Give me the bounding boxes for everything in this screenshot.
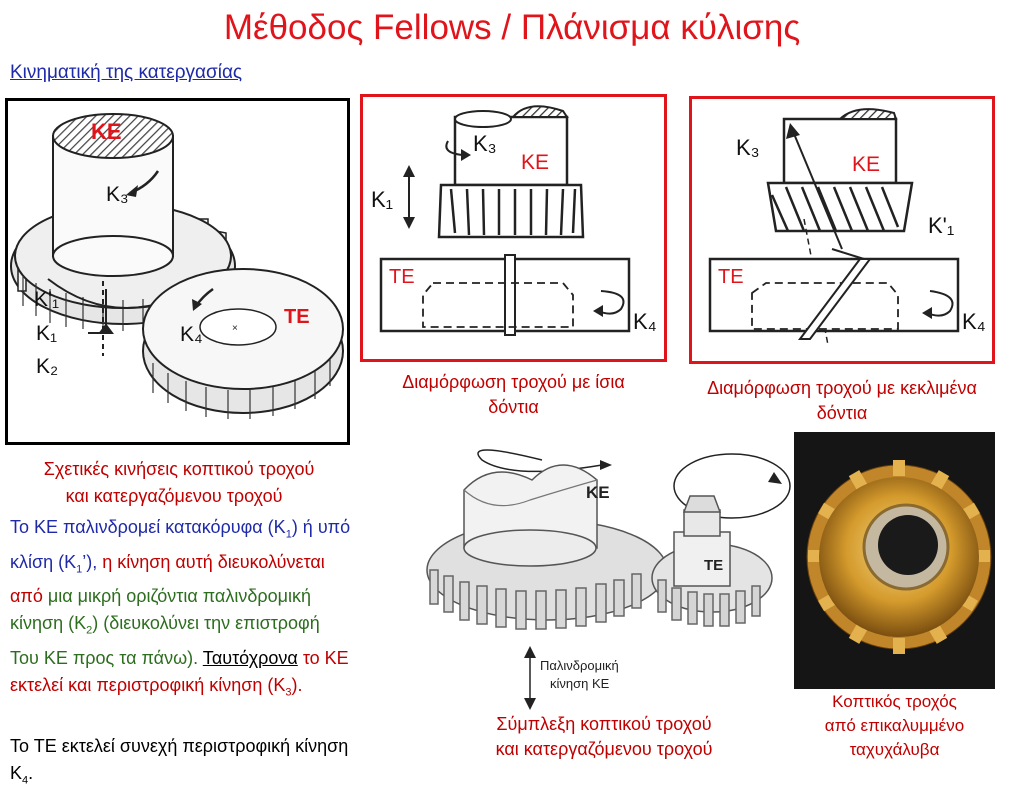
kinematics-description: Το ΚΕ παλινδρομεί κατακόρυφα (Κ1) ή υπό … xyxy=(10,514,420,795)
label-k1: Κ₁ xyxy=(371,187,393,212)
page-title: Μέθοδος Fellows / Πλάνισμα κύλισης xyxy=(223,8,801,47)
label-ke: ΚΕ xyxy=(852,153,880,176)
label-k3: Κ₃ xyxy=(473,131,497,156)
heading-line1: Σχετικές κινήσεις κοπτικού τροχού xyxy=(43,459,315,479)
label-k1-prime: Κ'₁ xyxy=(34,288,59,311)
desc-line1: Το ΚΕ παλινδρομεί κατακόρυφα (Κ1) ή υπό xyxy=(10,517,351,541)
desc-line2: κλίση (Κ1’), η κίνηση αυτή διευκολύνεται xyxy=(10,551,325,576)
desc-line8: Κ4. xyxy=(10,763,34,787)
photo-caption: Κοπτικός τροχός από επικαλυμμένο ταχυχάλ… xyxy=(794,690,995,762)
bottom-center-caption: Σύμπλεξη κοπτικού τροχού και κατεργαζόμε… xyxy=(440,712,768,762)
cutter-gear-photo xyxy=(794,432,995,689)
helical-teeth-diagram: Κ₃ ΚΕ Κ'₁ ΤΕ Κ₄ xyxy=(689,96,995,364)
label-ke-top: ΚΕ xyxy=(91,119,122,144)
desc-line6: εκτελεί και περιστροφική κίνηση (Κ3). xyxy=(10,674,303,699)
label-k2: Κ₂ xyxy=(36,355,58,378)
label-ke: ΚΕ xyxy=(586,483,610,502)
right-caption-line1: Διαμόρφωση τροχού με κεκλιμένα xyxy=(707,378,977,398)
desc-line3: από μια μικρή οριζόντια παλινδρομική xyxy=(10,586,311,607)
left-gear-diagram: × ΚΕ Κ₃ ΤΕ Κ₄ Κ'₁ Κ₁ Κ₂ xyxy=(5,98,350,445)
label-k1: Κ₁ xyxy=(36,322,57,345)
desc-line7: Το ΤΕ εκτελεί συνεχή περιστροφική κίνηση xyxy=(10,736,349,757)
label-ke: ΚΕ xyxy=(521,151,549,174)
label-k4: Κ₄ xyxy=(180,323,203,346)
desc-line5: Του ΚΕ προς τα πάνω). Ταυτόχρονα το ΚΕ xyxy=(10,647,349,668)
label-te: ΤΕ xyxy=(704,557,723,574)
right-caption-line2: δόντια xyxy=(816,403,868,423)
photo-caption-line2: από επικαλυμμένο xyxy=(824,716,965,735)
bottom-caption-line2: και κατεργαζόμενου τροχού xyxy=(495,739,713,759)
label-k4: Κ₄ xyxy=(633,309,657,334)
photo-caption-line1: Κοπτικός τροχός xyxy=(832,692,957,711)
mid-caption-line1: Διαμόρφωση τροχού με ίσια xyxy=(402,372,625,392)
bottom-caption-line1: Σύμπλεξη κοπτικού τροχού xyxy=(496,714,712,734)
label-te: ΤΕ xyxy=(718,266,744,288)
mid-caption-line2: δόντια xyxy=(488,397,539,417)
label-k1-prime: Κ'₁ xyxy=(928,213,954,238)
label-k4: Κ₄ xyxy=(962,309,986,334)
cutter-gear-top xyxy=(10,113,236,331)
desc-line4: κίνηση (Κ2) (διευκολύνει την επιστροφή xyxy=(10,613,320,637)
mid-caption: Διαμόρφωση τροχού με ίσια δόντια xyxy=(360,370,667,420)
svg-text:×: × xyxy=(232,323,238,334)
section-subtitle: Κινηματική της κατεργασίας xyxy=(10,62,243,83)
motion-label-line2: κίνηση ΚΕ xyxy=(550,676,610,691)
photo-caption-line3: ταχυχάλυβα xyxy=(849,740,940,759)
heading-line2: και κατεργαζόμενου τροχού xyxy=(65,486,283,506)
label-k3: Κ₃ xyxy=(736,135,760,160)
straight-teeth-diagram: Κ₃ ΚΕ Κ₁ ΤΕ Κ₄ xyxy=(360,94,667,362)
right-caption: Διαμόρφωση τροχού με κεκλιμένα δόντια xyxy=(676,376,1008,426)
label-k3-top: Κ₃ xyxy=(106,183,129,206)
label-te: ΤΕ xyxy=(389,266,415,288)
meshing-gears-diagram: ΚΕ ΤΕ Παλινδρομική κίνηση ΚΕ xyxy=(422,420,796,710)
motion-label-line1: Παλινδρομική xyxy=(540,658,619,673)
workpiece-gear: × xyxy=(142,268,344,419)
relative-motions-heading: Σχετικές κινήσεις κοπτικού τροχού και κα… xyxy=(4,456,354,510)
label-te: ΤΕ xyxy=(284,306,310,328)
